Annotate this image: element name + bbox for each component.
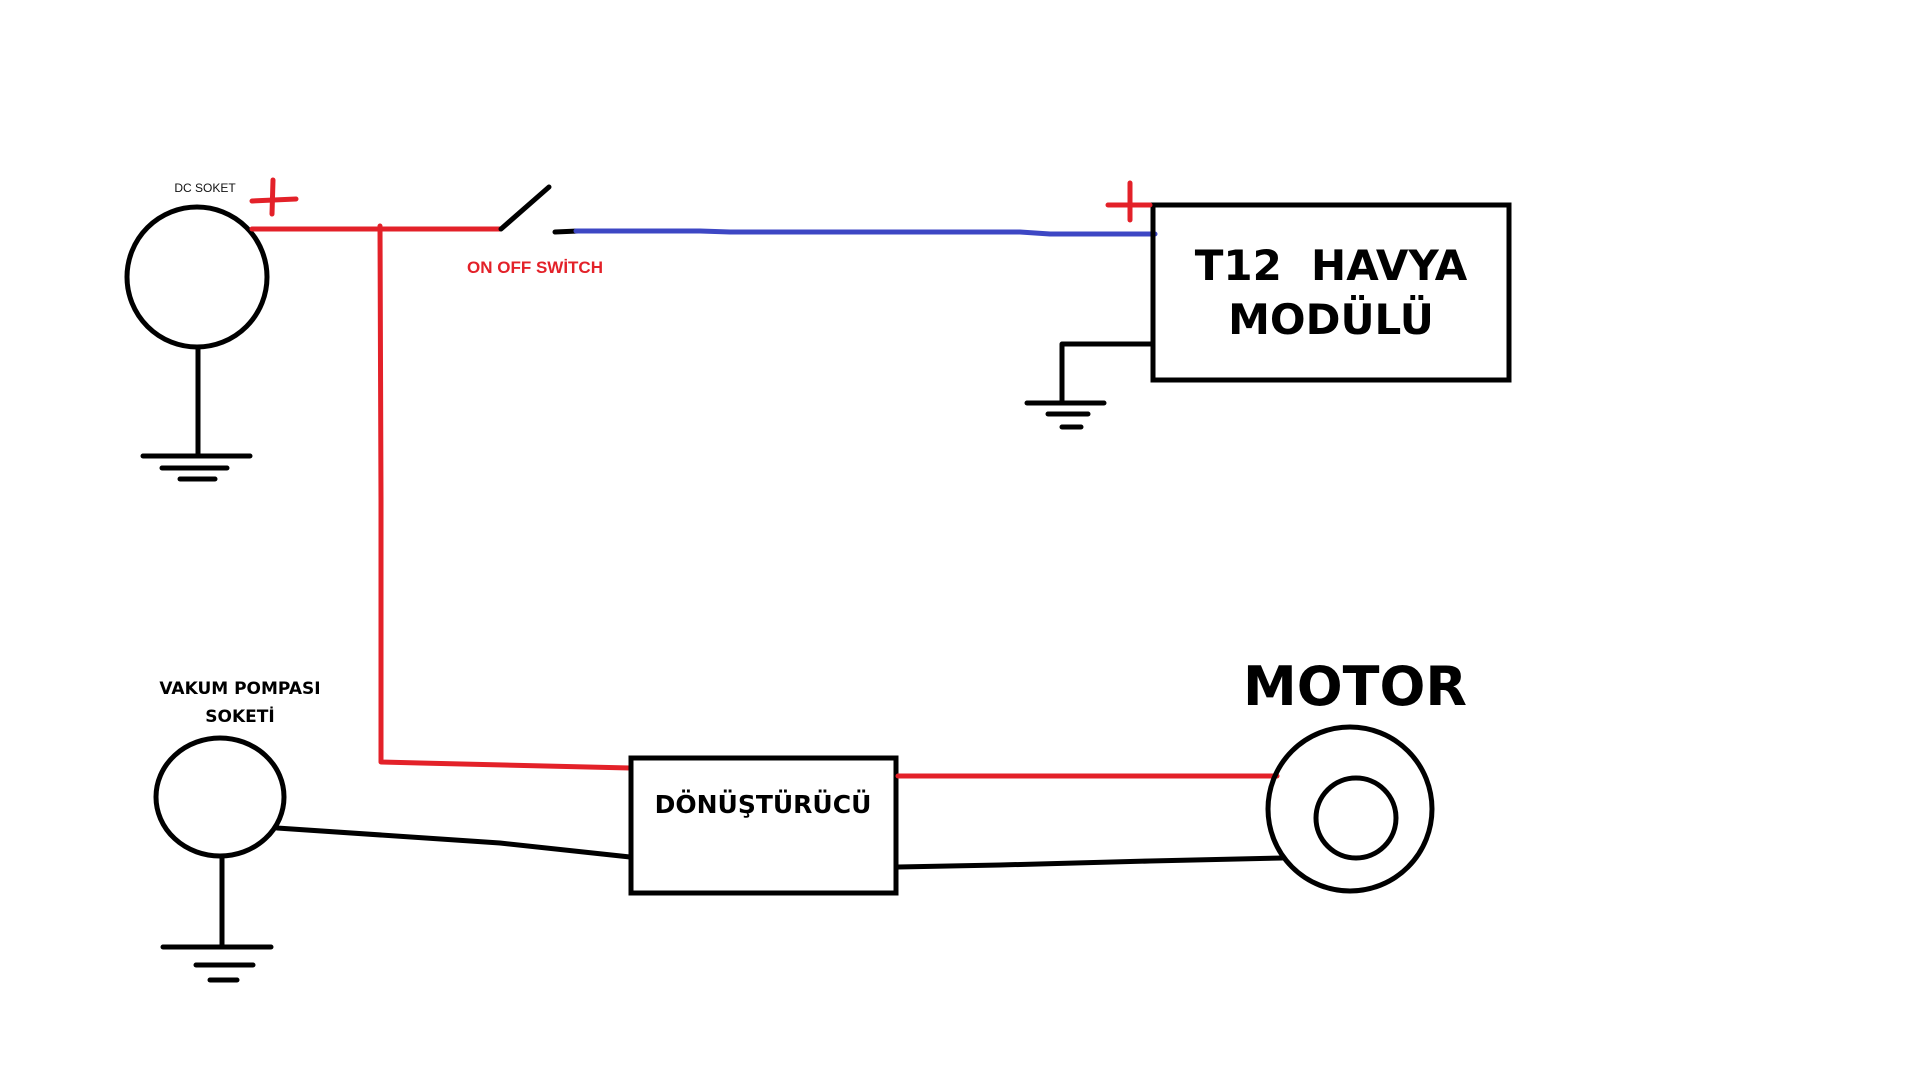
dc-socket-circle [124, 204, 270, 350]
vacuum-socket-label-line1: VAKUM POMPASI [159, 679, 320, 699]
vacuum-socket-circle [153, 735, 287, 859]
motor-outer-circle [1265, 724, 1435, 894]
t12-ground-lead [1059, 341, 1155, 406]
converter-box [628, 755, 899, 896]
motor-inner-circle [1313, 775, 1399, 861]
t12-module: T12 HAVYA MODÜLÜ [1024, 180, 1512, 430]
plus-icon [1105, 180, 1153, 223]
switch-lever [498, 184, 552, 232]
t12-module-label-line2: MODÜLÜ [1228, 294, 1434, 344]
converter: DÖNÜŞTÜRÜCÜ [628, 755, 899, 896]
t12-module-box [1150, 202, 1512, 383]
positive-wire [249, 223, 633, 771]
vacuum-socket-wire [274, 825, 633, 860]
motor-negative-wire [895, 855, 1285, 870]
converter-label: DÖNÜŞTÜRÜCÜ [655, 789, 872, 819]
switched-wire [573, 228, 1158, 237]
switch-label: ON OFF SWİTCH [467, 258, 603, 277]
dc-socket-label: DC SOKET [174, 181, 236, 195]
dc-socket: DC SOKET [124, 177, 299, 482]
motor-label: MOTOR [1243, 655, 1467, 718]
vacuum-pump-socket: VAKUM POMPASI SOKETİ [153, 679, 633, 983]
ground-icon [140, 453, 253, 482]
vacuum-socket-label-line2: SOKETİ [205, 705, 274, 727]
ground-icon [1024, 400, 1107, 430]
t12-module-label-line1: T12 HAVYA [1195, 241, 1468, 290]
plus-icon [249, 177, 299, 217]
ground-icon [160, 944, 274, 983]
motor: MOTOR [1243, 655, 1467, 894]
